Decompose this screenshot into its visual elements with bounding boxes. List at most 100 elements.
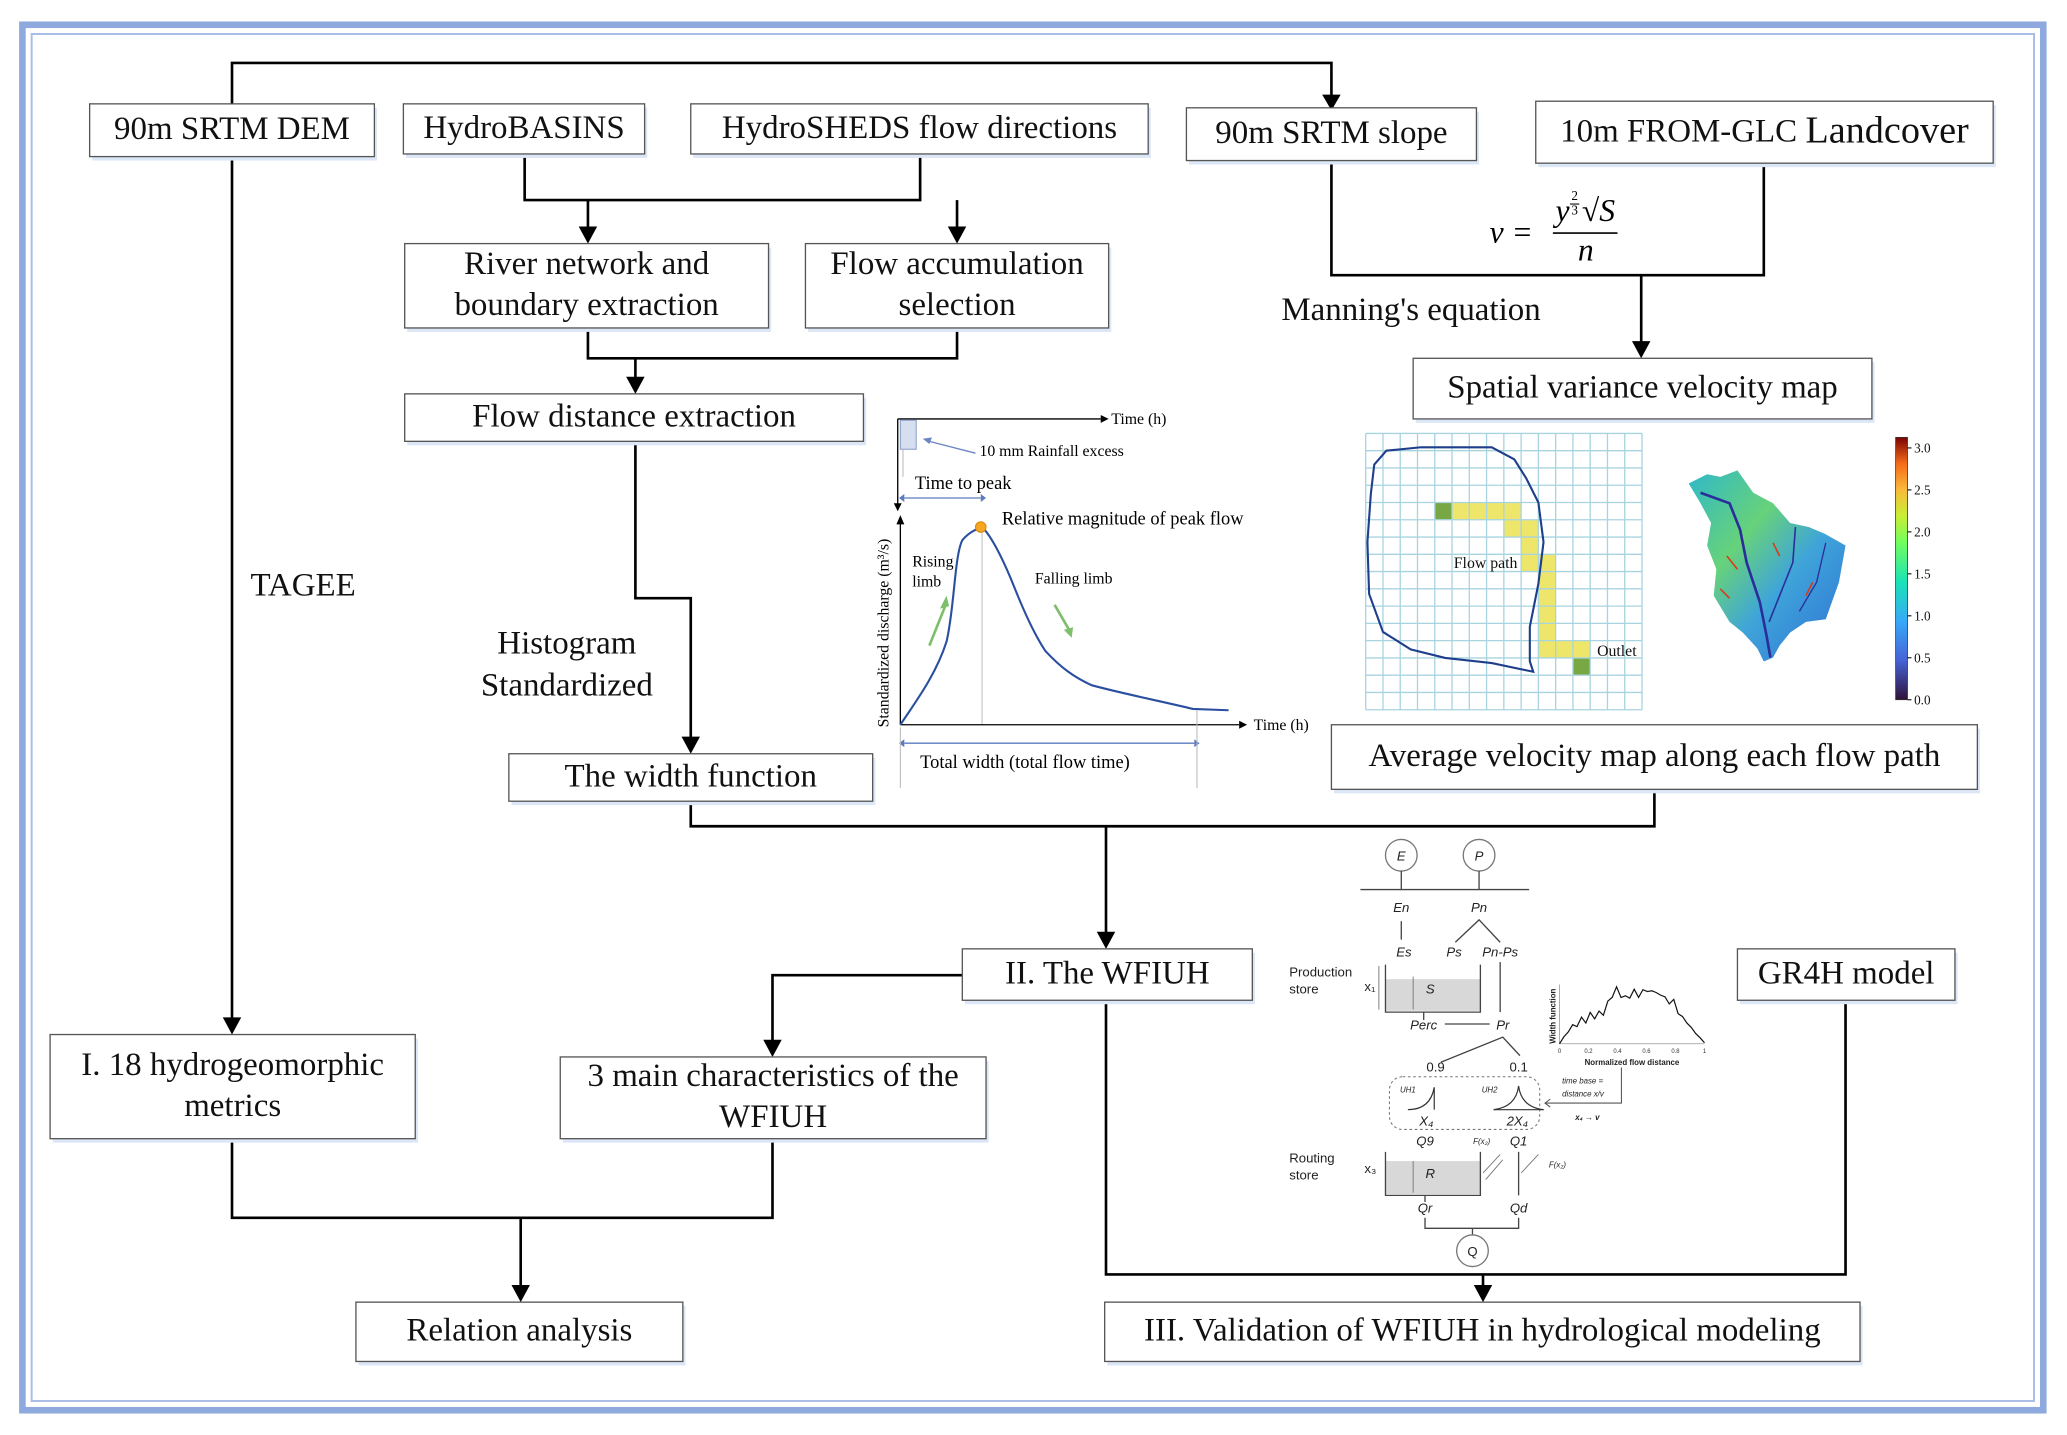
- colorbar-tick-label: 2.5: [1914, 482, 1931, 497]
- gr4h-Es: Es: [1396, 945, 1412, 960]
- box-label: III. Validation of WFIUH in hydrological…: [1144, 1313, 1821, 1349]
- box-outline: [1412, 357, 1873, 420]
- colorbar-tick-label: 3.0: [1914, 441, 1931, 456]
- box-outline: [49, 1033, 416, 1140]
- gr4h-schematic: E P En Pn Es Ps Pn-Ps Production store x…: [1289, 838, 1706, 1268]
- box-outline: [1104, 1301, 1861, 1363]
- flow-path-cell: [1572, 640, 1591, 658]
- rainfall-label: 10 mm Rainfall excess: [979, 443, 1123, 460]
- gr4h-2X4: 2X₄: [1506, 1113, 1528, 1128]
- gr4h-Fx2-a: F(x₂): [1473, 1137, 1490, 1146]
- box-label: boundary extraction: [454, 287, 718, 323]
- hydrosheds-box: HydroSHEDS flow directions: [690, 103, 1151, 158]
- box-label: Average velocity map along each flow pat…: [1368, 738, 1940, 774]
- time-to-peak-label: Time to peak: [915, 473, 1012, 493]
- gr4h-R: R: [1426, 1166, 1436, 1181]
- flow-path-cell: [1486, 502, 1504, 520]
- timebase-label-1: time base =: [1562, 1076, 1603, 1085]
- time-top-label: Time (h): [1111, 411, 1166, 428]
- timebase-label-2: distance x/v: [1562, 1089, 1605, 1098]
- flow-path-cell: [1452, 502, 1470, 520]
- colorbar-ticks: 3.02.52.01.51.00.50.0: [1907, 441, 1931, 707]
- wf-tick-label: 0.8: [1671, 1049, 1680, 1055]
- falling-arrow: [1053, 604, 1071, 631]
- relation-analysis-box: Relation analysis: [355, 1301, 686, 1366]
- flow-path-cell: [1503, 502, 1522, 520]
- routing-store-label-2: store: [1289, 1168, 1318, 1183]
- colorbar-tick-label: 0.5: [1914, 650, 1931, 665]
- flow-source-cell: [1434, 502, 1453, 520]
- box-label: Spatial variance velocity map: [1447, 369, 1838, 405]
- gr4h-Fx2-b: F(x₂): [1549, 1161, 1566, 1170]
- wf-tick-label: 0: [1558, 1049, 1562, 1055]
- box-outline: [559, 1056, 987, 1140]
- landcover-box: 10m FROM-GLC Landcover: [1535, 100, 1996, 168]
- box-label: 10m FROM-GLC Landcover: [1560, 109, 1969, 151]
- gr4h-Pn: Pn: [1471, 900, 1487, 915]
- box-label: 90m SRTM DEM: [114, 111, 350, 147]
- flow-path-cell: [1521, 537, 1539, 555]
- production-store-label-2: store: [1289, 982, 1318, 997]
- colorbar-tick-label: 2.0: [1914, 524, 1931, 539]
- flow-path-cell: [1555, 640, 1573, 658]
- box-outline: [404, 242, 770, 329]
- box-outline: [355, 1301, 684, 1363]
- gr4h-Perc: Perc: [1410, 1017, 1437, 1032]
- box-label: Flow accumulation: [830, 246, 1083, 282]
- width-function-box: The width function: [508, 753, 876, 806]
- rising-label-2: limb: [912, 573, 941, 590]
- uh-group: [1388, 1076, 1541, 1130]
- watershed-boundary: [1366, 446, 1545, 674]
- outlet-cell: [1572, 657, 1591, 676]
- wfiuh-box: II. The WFIUH: [961, 948, 1255, 1005]
- box-label: I. 18 hydrogeomorphic: [81, 1047, 384, 1083]
- gr4h-x1: x₁: [1364, 979, 1376, 994]
- basin-shape: [1688, 470, 1846, 662]
- gr4h-En: En: [1393, 900, 1409, 915]
- box-label: HydroSHEDS flow directions: [722, 110, 1117, 146]
- box-label: 90m SRTM slope: [1215, 115, 1447, 151]
- flow-path-cell: [1521, 554, 1539, 572]
- equation-exp-top: 2: [1571, 188, 1578, 203]
- equation-exp-bottom: 3: [1571, 203, 1578, 218]
- equation-lhs: v =: [1490, 214, 1533, 249]
- total-width-label: Total width (total flow time): [920, 752, 1130, 773]
- box-label-part: 10m FROM-GLC: [1560, 113, 1805, 149]
- width-function-line: [1558, 985, 1705, 1045]
- box-label: Flow distance extraction: [472, 398, 796, 434]
- equation-denominator: n: [1578, 233, 1594, 268]
- colorbar-tick-label: 1.0: [1914, 608, 1931, 623]
- flow-path-cell: [1521, 519, 1539, 538]
- box-label: WFIUH: [719, 1099, 827, 1135]
- gr4h-Q9: Q9: [1416, 1133, 1434, 1148]
- gr4h-E: E: [1397, 849, 1406, 864]
- falling-label: Falling limb: [1035, 571, 1113, 588]
- box-outline: [1736, 948, 1956, 1001]
- gr4h-Ps: Ps: [1446, 945, 1462, 960]
- gr4h-model-box: GR4H model: [1736, 948, 1958, 1005]
- box-outline: [1330, 724, 1979, 791]
- equation-sqrt: √S: [1582, 193, 1615, 228]
- histogram-label: Histogram: [497, 626, 636, 662]
- box-label: The width function: [565, 758, 817, 794]
- flow-distance-box: Flow distance extraction: [404, 393, 867, 446]
- peak-label: Relative magnitude of peak flow: [1002, 508, 1244, 528]
- flow-path-cell: [1538, 588, 1556, 607]
- box-label: Relation analysis: [406, 1313, 632, 1349]
- box-label: selection: [899, 287, 1016, 323]
- routing-store-label-1: Routing: [1289, 1150, 1334, 1165]
- box-outline: [1535, 100, 1994, 164]
- gr4h-UH1: UH1: [1400, 1086, 1416, 1095]
- x4-to-v-label: x₄ → v: [1574, 1113, 1600, 1122]
- outlet-label: Outlet: [1597, 643, 1637, 660]
- gr4h-P: P: [1475, 849, 1484, 864]
- gr4h-PnPs: Pn-Ps: [1482, 945, 1518, 960]
- connectors: [222, 61, 1847, 1303]
- gr4h-Q: Q: [1467, 1244, 1477, 1259]
- rising-label-1: Rising: [912, 554, 953, 571]
- average-velocity-box: Average velocity map along each flow pat…: [1330, 724, 1980, 794]
